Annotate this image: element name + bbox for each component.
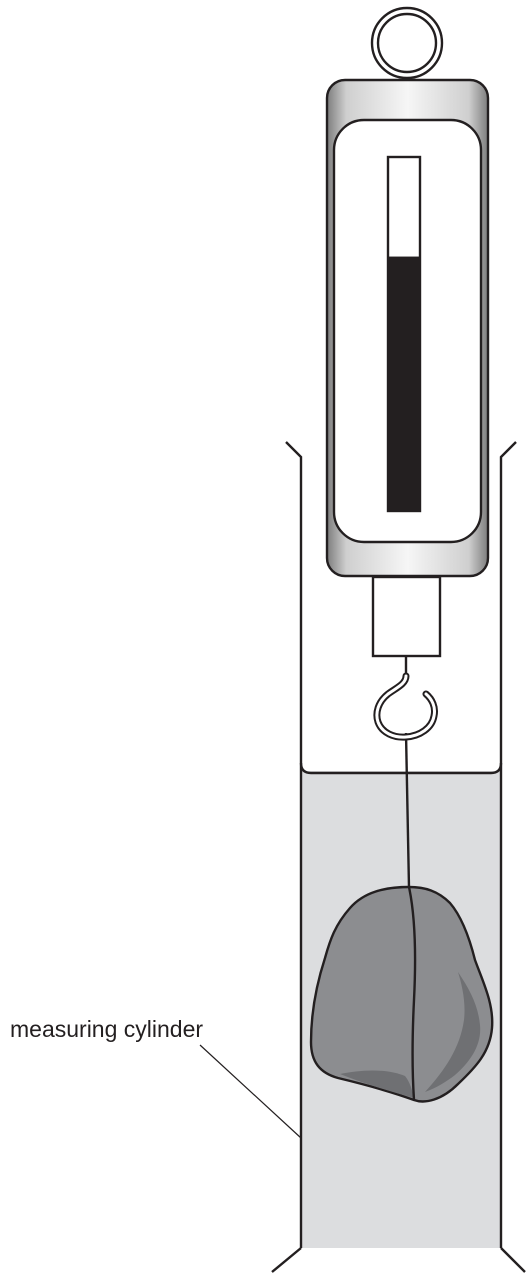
hanging-ring-icon — [370, 6, 444, 80]
label-group: measuring cylinder — [10, 1016, 302, 1139]
scale-indicator — [389, 256, 419, 510]
hook-icon-inner — [375, 674, 436, 739]
string-around-rock — [407, 886, 417, 1101]
string — [404, 732, 411, 889]
hanging-ring-inner — [376, 12, 438, 74]
cylinder-right-wall — [499, 441, 517, 1248]
water-surface — [299, 762, 503, 775]
label-leader-line — [199, 1044, 302, 1139]
rock-shadow — [425, 972, 481, 1092]
rock-shadow-bottom — [340, 1070, 414, 1098]
rock — [309, 885, 494, 1103]
spring-housing — [371, 575, 442, 658]
measuring-cylinder-label: measuring cylinder — [10, 1016, 203, 1042]
cylinder-left-wall — [285, 441, 303, 1248]
cylinder-base — [271, 1247, 526, 1273]
newton-meter — [325, 6, 490, 741]
